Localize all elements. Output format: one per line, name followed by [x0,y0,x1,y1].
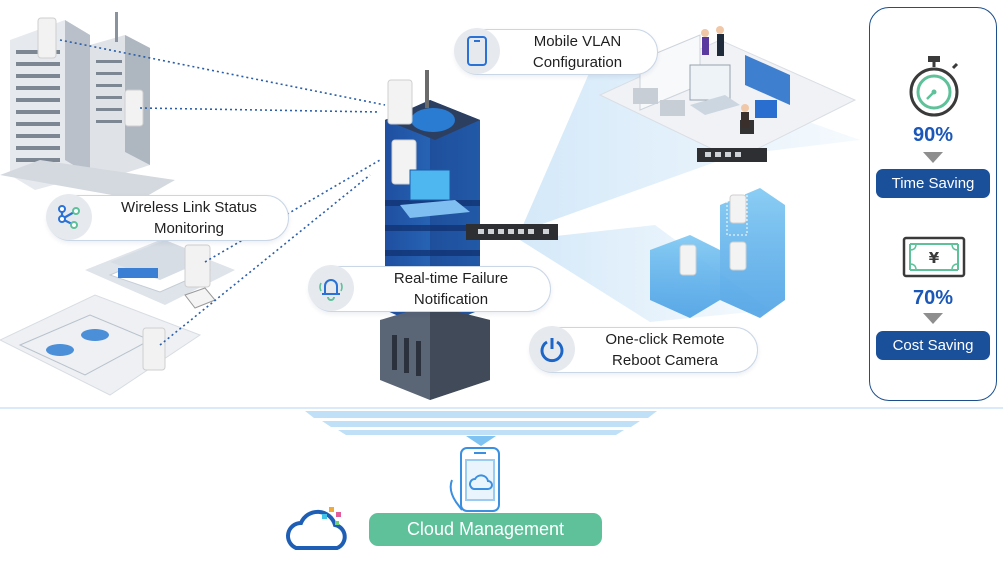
power-icon [529,326,575,372]
callout-wireless-link: Wireless Link Status Monitoring [46,194,289,241]
phone-icon [454,28,500,74]
callout-reboot-line2: Reboot Camera [612,352,718,369]
stopwatch-icon [906,54,962,123]
callout-reboot-line1: One-click Remote [605,331,725,348]
callout-mobile-vlan-line1: Mobile VLAN [533,33,622,50]
cost-saving-label: Cost Saving [876,331,990,360]
callout-failure-notification: Real-time Failure Notification [308,265,551,312]
bell-icon [308,265,354,311]
callout-wireless-link-line2: Monitoring [153,220,225,237]
cloud-icon [286,507,347,550]
banknote-icon: ¥ [902,236,966,283]
time-saving-percent: 90% [912,124,954,146]
callout-mobile-vlan: Mobile VLAN Configuration [454,28,658,75]
smartphone-cloud-icon [449,447,500,512]
down-arrow-icon [923,152,943,163]
callout-failure-line2: Notification [413,291,489,308]
wireless-link-lines [59,39,386,346]
callout-mobile-vlan-line2: Configuration [532,54,623,71]
office-buildings [0,12,175,200]
time-saving-label: Time Saving [876,169,990,198]
cloud-uplink-stripes [305,411,657,446]
central-switch [466,224,558,240]
cost-saving-percent: 70% [912,287,954,309]
currency-symbol: ¥ [929,249,940,267]
callout-remote-reboot: One-click Remote Reboot Camera [529,326,758,373]
callout-failure-line1: Real-time Failure [393,270,509,287]
office-room [598,26,857,162]
callout-wireless-link-line1: Wireless Link Status [121,199,257,216]
down-arrow-icon [923,313,943,324]
savings-panel: 90% Time Saving ¥ 70% Cost Saving [869,7,997,401]
cloud-management-label: Cloud Management [369,513,602,546]
campus-area [0,240,235,396]
camera-towers [650,188,785,318]
link-nodes-icon [46,194,92,240]
